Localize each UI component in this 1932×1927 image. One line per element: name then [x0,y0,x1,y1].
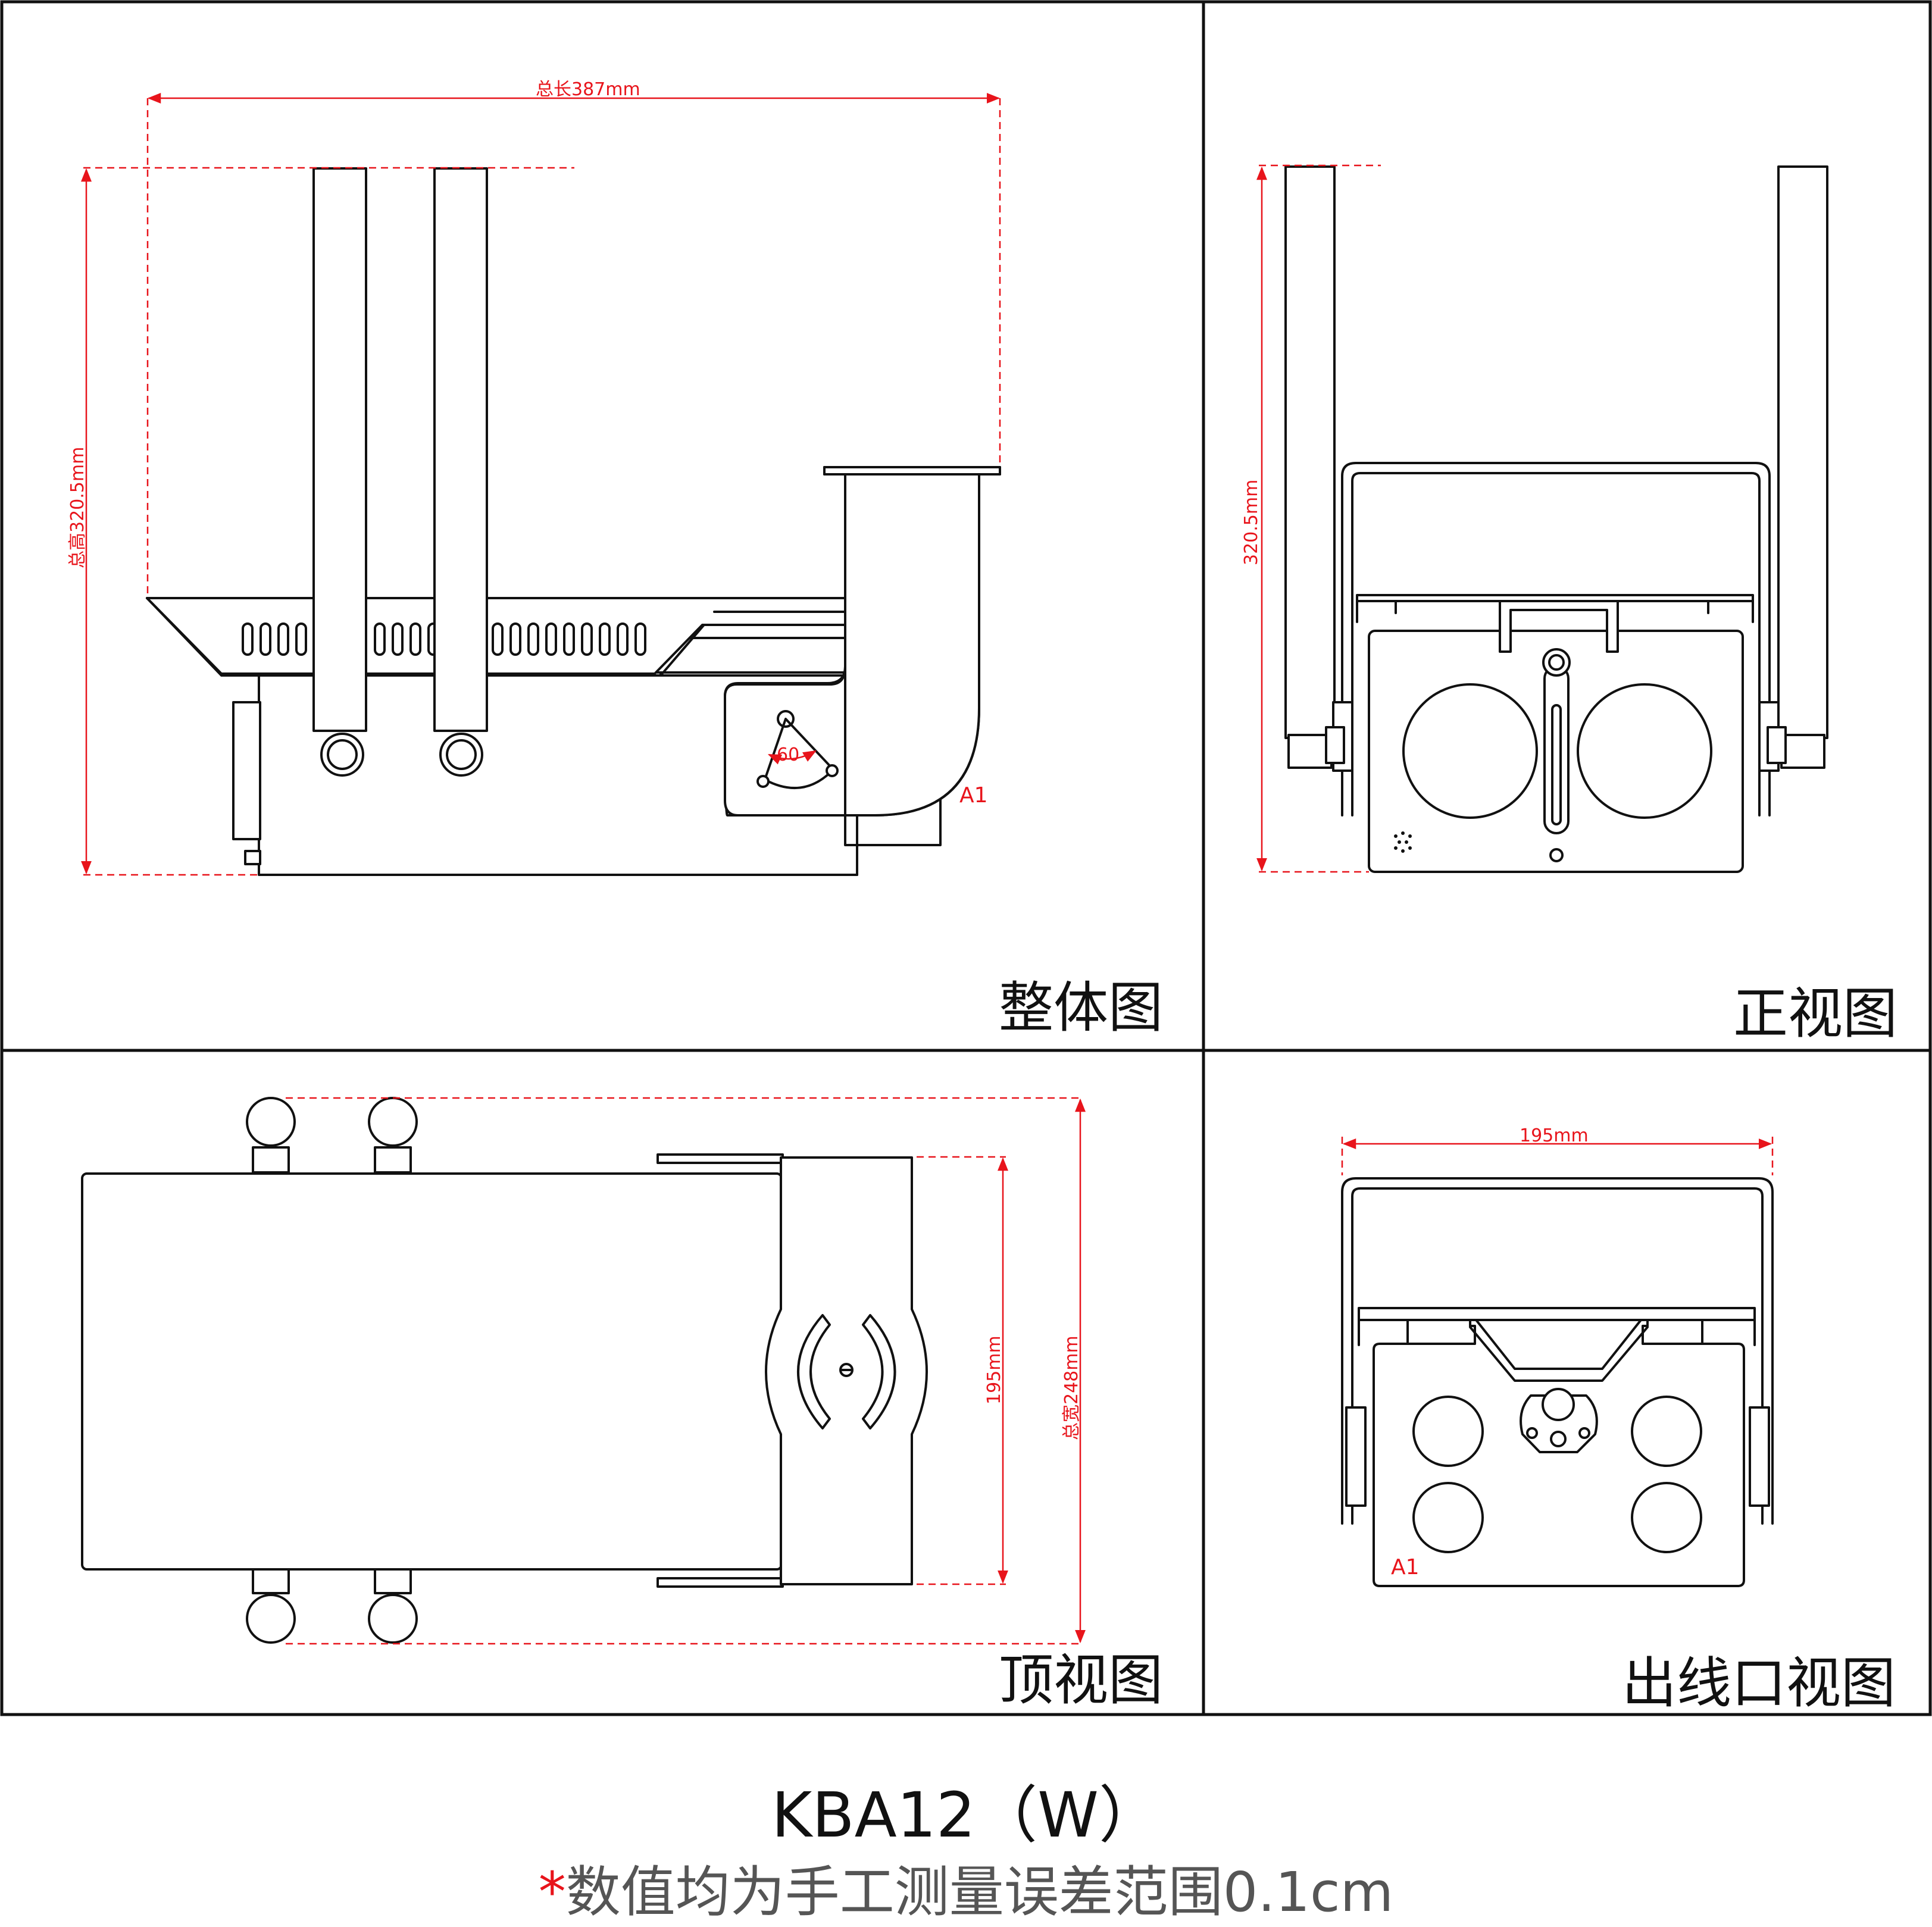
panel-label-overall: 整体图 [999,976,1163,1040]
panel-label-top: 顶视图 [999,1648,1163,1712]
handle-frame [1341,1177,1774,1525]
slot-right [862,1314,896,1429]
center-connector [1520,1394,1598,1453]
port [1631,1396,1702,1467]
panel-top: 总宽248mm 195mm 顶视图 [81,1097,1163,1712]
support-post [433,167,488,732]
body-top [81,1172,783,1571]
caster-wheel [368,1594,418,1644]
inner-width-dimension-label: 195mm [984,1335,1005,1404]
angle-label: 60 [777,744,799,765]
height-dimension-label: 总高320.5mm [67,447,88,568]
panel-front: 320.5mm 正视图 [1241,164,1897,1046]
panel-outlet: A1 195mm 出线口视图 [1341,1125,1896,1715]
side-connector [232,701,261,840]
panel-label-outlet: 出线口视图 [1622,1651,1896,1715]
height-dimension-label: 320.5mm [1241,480,1262,565]
support-post [1777,165,1828,739]
handle-frame [1341,462,1771,817]
total-width-dimension-label: 总宽248mm [1061,1335,1082,1440]
lens-right [1577,683,1712,819]
outlet-mark: A1 [959,783,988,808]
lens-left [1402,683,1538,819]
angle-indicator [756,710,839,790]
width-dimension-label: 195mm [1520,1125,1589,1146]
panel-label-front: 正视图 [1733,982,1897,1046]
caster-wheel [368,1097,418,1147]
support-post [1284,165,1336,739]
outlet-mark: A1 [1391,1555,1420,1579]
caster-wheel [246,1594,296,1644]
model-name: KBA12（W） [771,1779,1161,1851]
panel-overall: 60 A1 总长387mm 总高320.5mm 整体图 [67,79,1163,1040]
slot-left [797,1314,831,1429]
port [1412,1396,1484,1467]
measurement-note: *数值均为手工测量误差范围0.1cm [0,1848,1932,1927]
length-dimension-label: 总长387mm [536,79,640,100]
caster-wheel [246,1097,296,1147]
port [1412,1482,1484,1553]
note-asterisk: * [538,1860,566,1924]
mic-holes [1394,831,1412,853]
support-post [312,167,367,732]
note-text: 数值均为手工测量误差范围0.1cm [565,1860,1394,1924]
panel-grid [0,0,1932,1716]
port [1631,1482,1702,1553]
